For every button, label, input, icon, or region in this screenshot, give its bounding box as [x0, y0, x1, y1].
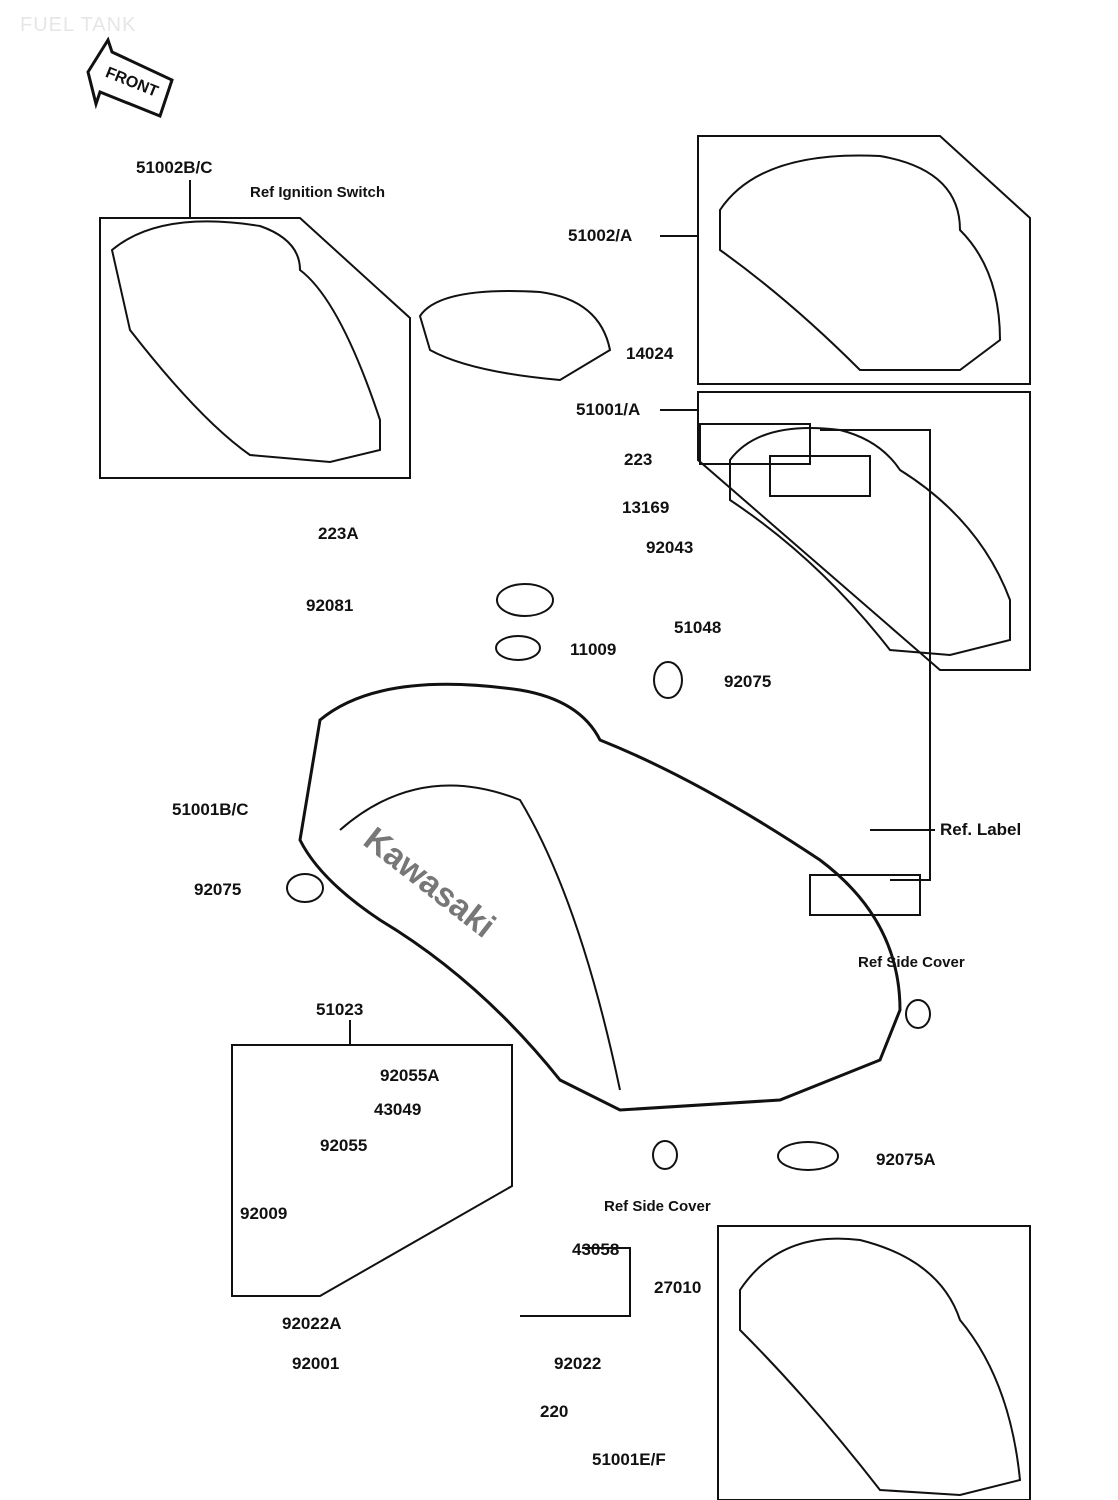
part-label-13169: 13169 [622, 498, 670, 517]
part-label-92055a: 92055A [380, 1066, 440, 1085]
part-label-27010: 27010 [654, 1278, 702, 1297]
inset-box-51002a [697, 135, 1031, 385]
kit-box-51023 [231, 1044, 513, 1297]
inset-box-51002bc [99, 217, 411, 479]
part-label-51001ef: 51001E/F [592, 1450, 666, 1469]
part-label-92043: 92043 [646, 538, 694, 557]
part-label-92081: 92081 [306, 596, 354, 615]
ref-label-sticker-2 [769, 455, 871, 497]
part-label-220: 220 [540, 1402, 569, 1421]
ref-ignition-switch-label: Ref Ignition Switch [250, 184, 385, 201]
part-label-14024: 14024 [626, 344, 674, 363]
grommet-side-cover [905, 999, 931, 1029]
part-label-11009: 11009 [570, 640, 617, 659]
inset-box-51001ef [717, 1225, 1031, 1500]
tank-inset-51002a [719, 154, 1002, 371]
part-label-51023: 51023 [316, 1000, 364, 1019]
part-label-43058: 43058 [572, 1240, 620, 1259]
gasket-11009 [495, 635, 541, 661]
part-label-51002a: 51002/A [568, 226, 633, 245]
part-label-51001a: 51001/A [576, 400, 641, 419]
part-label-92075-top: 92075 [724, 672, 772, 691]
part-label-92001: 92001 [292, 1354, 340, 1373]
ref-side-cover-top-label: Ref Side Cover [858, 954, 965, 971]
ref-label-text: Ref. Label [940, 820, 1022, 839]
front-arrow-icon [86, 36, 174, 118]
tank-inset-51001ef [739, 1237, 1022, 1497]
inset-box-51001a [697, 391, 1031, 671]
ref-label-sticker-1 [699, 423, 811, 465]
part-label-51002bc: 51002B/C [136, 158, 213, 177]
ignition-cover-14024 [418, 290, 612, 382]
part-label-92022: 92022 [554, 1354, 602, 1373]
part-label-92009: 92009 [240, 1204, 288, 1223]
grommet-92075a [777, 1141, 839, 1171]
part-label-223a: 223A [318, 524, 359, 543]
tank-inset-51001a [729, 427, 1011, 657]
part-label-92055: 92055 [320, 1136, 368, 1155]
ref-side-cover-bottom-label: Ref Side Cover [604, 1198, 711, 1215]
fuel-cap-51048 [496, 583, 554, 617]
grommet-92075-left [286, 873, 324, 903]
part-label-92022a: 92022A [282, 1314, 342, 1333]
part-label-223: 223 [624, 450, 653, 469]
part-label-51001bc: 51001B/C [172, 800, 249, 819]
grommet-side-cover-lower [652, 1140, 678, 1170]
ref-label-sticker-3 [809, 874, 921, 916]
part-label-51048: 51048 [674, 618, 722, 637]
part-label-43049: 43049 [374, 1100, 422, 1119]
tank-inset-51002bc [110, 220, 381, 464]
main-fuel-tank [298, 682, 902, 1112]
diagram-title: FUEL TANK [20, 14, 137, 36]
part-label-92075a: 92075A [876, 1150, 936, 1169]
part-label-92075-left: 92075 [194, 880, 242, 899]
grommet-92075 [653, 661, 683, 699]
